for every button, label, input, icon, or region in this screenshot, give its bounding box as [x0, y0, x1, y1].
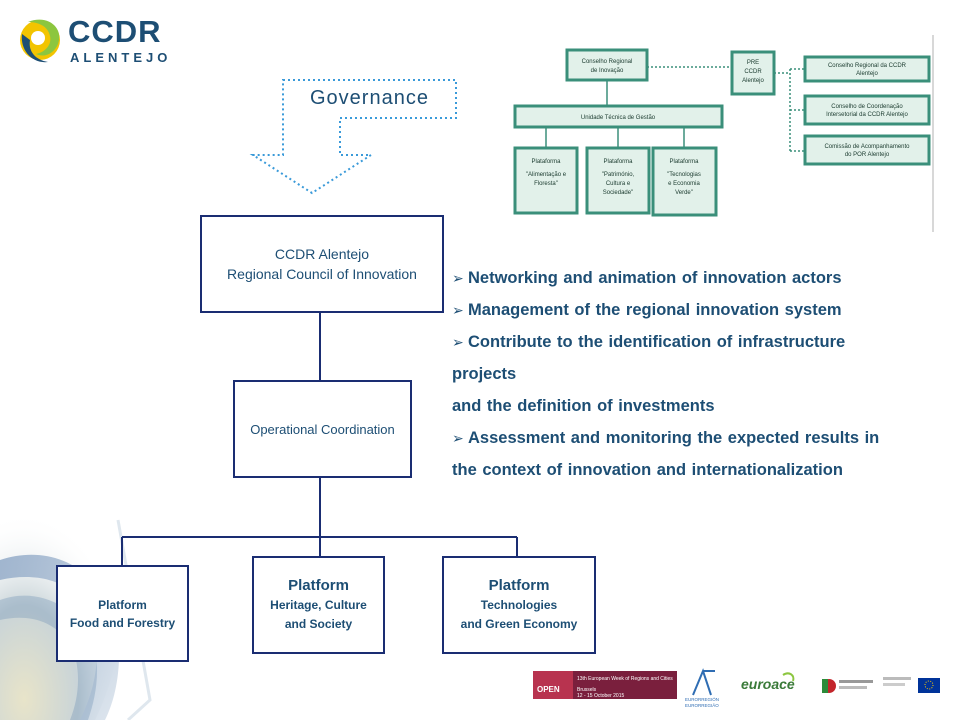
platform-food-box: Platform Food and Forestry [56, 565, 189, 662]
ccdr-logo: CCDR ALENTEJO [18, 12, 188, 70]
eurorregiao-logo: EURORREGIÓN EURORREGIÃO [685, 668, 719, 708]
inset-node-plataforma-patrimonio: Plataforma [603, 159, 633, 165]
regional-council-box: CCDR Alentejo Regional Council of Innova… [200, 215, 444, 313]
bullet-item: ➢Networking and animation of innovation … [452, 262, 932, 294]
svg-text:13th European Week of Regions: 13th European Week of Regions and Cities [577, 676, 673, 682]
svg-text:EURORREGIÃO: EURORREGIÃO [685, 702, 719, 708]
open-days-logo: 13th European Week of Regions and Cities… [533, 671, 677, 699]
arrow-bullet-icon: ➢ [452, 334, 464, 350]
svg-text:do POR Alentejo: do POR Alentejo [845, 152, 890, 158]
bullet-continuation: and the definition of investments [452, 397, 715, 415]
governance-label: Governance [310, 87, 429, 109]
svg-text:"Património,: "Património, [602, 172, 635, 178]
arrow-bullet-icon: ➢ [452, 302, 464, 318]
partner-logos: 13th European Week of Regions and Cities… [533, 668, 940, 708]
bullet-continuation: projects [452, 365, 517, 383]
svg-text:e Economia: e Economia [668, 181, 700, 187]
platform-technologies-sub2: and Green Economy [460, 617, 578, 631]
operational-coordination-label: Operational Coordination [250, 421, 395, 437]
svg-text:Brussels: Brussels [577, 687, 597, 693]
svg-text:"Alimentação e: "Alimentação e [526, 172, 567, 178]
svg-text:Sociedade": Sociedade" [603, 190, 634, 196]
inset-node-plataforma-alimentacao: Plataforma [531, 159, 561, 165]
inset-node-comissao-acompanhamento: Comissão de Acompanhamento [824, 144, 910, 150]
svg-text:EURORREGIÓN: EURORREGIÓN [685, 696, 719, 702]
platform-heritage-sub1: Heritage, Culture [270, 598, 367, 612]
svg-text:euroace: euroace [741, 676, 795, 692]
bullet-continuation: the context of innovation and internatio… [452, 461, 843, 479]
regional-council-line2: Regional Council of Innovation [227, 266, 417, 282]
platform-heritage-sub2: and Society [284, 617, 353, 631]
platform-technologies-sub1: Technologies [480, 598, 558, 612]
svg-text:CCDR: CCDR [744, 69, 762, 75]
inset-node-pre-ccdr: PRE [747, 60, 759, 66]
inset-node-unidade-tecnica: Unidade Técnica de Gestão [581, 115, 656, 121]
logo-name: CCDR [68, 14, 162, 49]
arrow-bullet-icon: ➢ [452, 430, 464, 446]
inset-org-chart-graphic: Conselho Regional de Inovação PRE CCDR A… [513, 35, 934, 232]
platform-heritage-box: Platform Heritage, Culture and Society [252, 556, 385, 654]
inset-node-conselho-coordenacao: Conselho de Coordenação [831, 104, 903, 110]
government-logos [822, 677, 940, 693]
svg-text:Alentejo: Alentejo [856, 71, 878, 77]
svg-text:12 - 15 October 2015: 12 - 15 October 2015 [577, 693, 624, 699]
svg-text:Floresta": Floresta" [534, 181, 558, 187]
svg-text:Verde": Verde" [675, 190, 693, 196]
bullet-item: ➢Assessment and monitoring the expected … [452, 422, 932, 454]
bullet-item: ➢Management of the regional innovation s… [452, 294, 932, 326]
svg-text:Alentejo: Alentejo [742, 78, 764, 84]
svg-text:de Inovação: de Inovação [591, 68, 624, 74]
platform-heritage-title: Platform [288, 577, 349, 594]
inset-org-chart: Conselho Regional de Inovação PRE CCDR A… [480, 35, 934, 232]
svg-text:"Tecnologias: "Tecnologias [667, 172, 701, 178]
footer-logos: 13th European Week of Regions and Cities… [533, 665, 943, 710]
platform-food-sub: Food and Forestry [69, 615, 176, 630]
platform-food-title: Platform [98, 597, 147, 612]
euroace-logo: euroace [741, 672, 795, 692]
inset-node-plataforma-tecnologias: Plataforma [669, 159, 699, 165]
regional-council-line1: CCDR Alentejo [274, 246, 370, 262]
bullet-list: ➢Networking and animation of innovation … [452, 262, 932, 486]
logo-swirl-icon [20, 19, 60, 63]
svg-text:OPEN: OPEN [537, 685, 560, 694]
logo-subtitle: ALENTEJO [70, 50, 172, 65]
operational-coordination-box: Operational Coordination [233, 380, 412, 478]
svg-text:Cultura e: Cultura e [606, 181, 631, 187]
inset-node-conselho-regional-ccdr: Conselho Regional da CCDR [828, 63, 907, 69]
inset-node-conselho-regional-inovacao: Conselho Regional [582, 59, 633, 65]
svg-text:Intersetorial da CCDR Alentejo: Intersetorial da CCDR Alentejo [826, 112, 908, 118]
platform-technologies-title: Platform [488, 577, 550, 594]
arrow-bullet-icon: ➢ [452, 270, 464, 286]
platform-technologies-box: Platform Technologies and Green Economy [442, 556, 596, 654]
bullet-item: ➢Contribute to the identification of inf… [452, 326, 932, 358]
